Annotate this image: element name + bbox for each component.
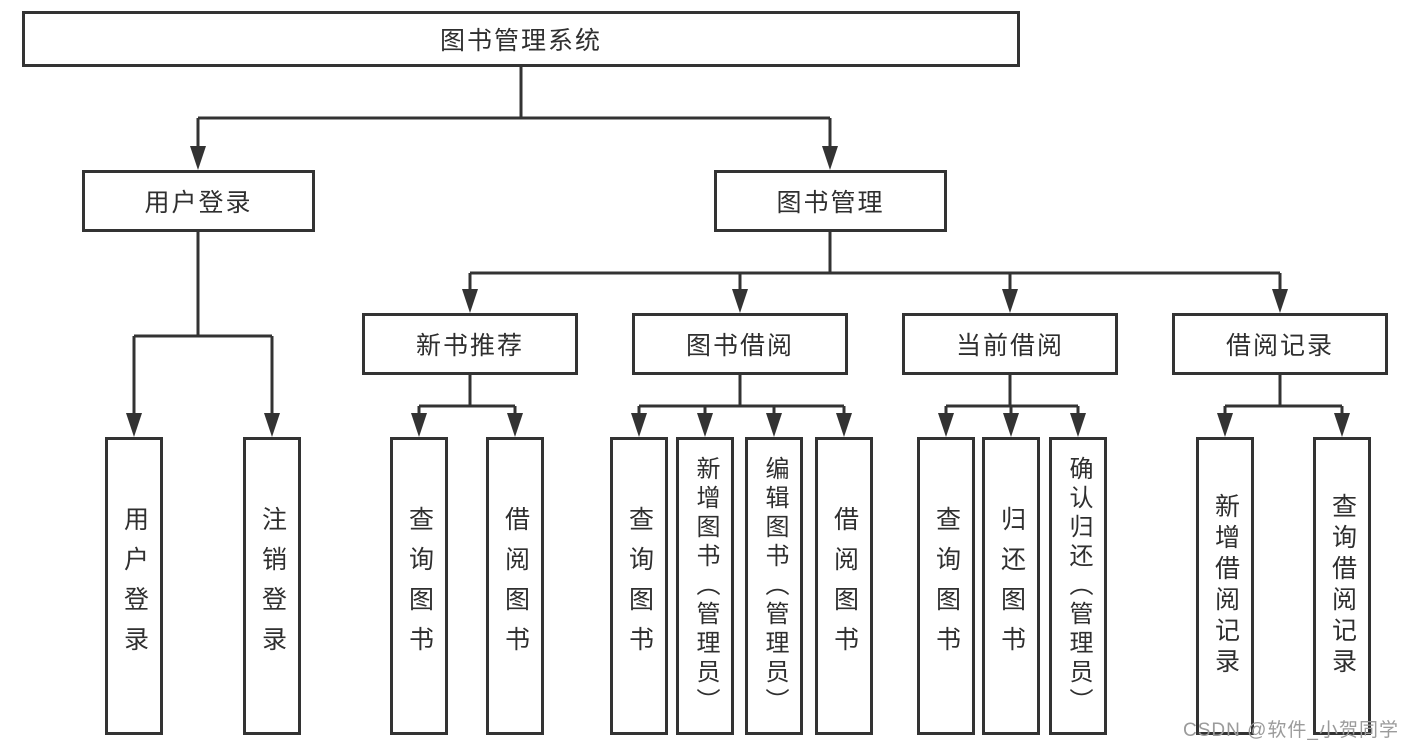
csdn-watermark: CSDN @软件_小贺同学: [1183, 720, 1399, 741]
leaf-borrow-book-1-label: 借阅图书: [501, 506, 530, 666]
leaf-borrow-book-1: 借阅图书: [486, 437, 544, 735]
leaf-edit-book-admin-label: 编辑图书（管理员）: [761, 455, 788, 717]
leaf-borrow-book-2: 借阅图书: [815, 437, 873, 735]
node-user-login-branch: 用户登录: [82, 170, 315, 232]
node-borrow-records: 借阅记录: [1172, 313, 1388, 375]
leaf-query-book-1: 查询图书: [390, 437, 448, 735]
node-book-mgmt-branch-label: 图书管理: [776, 189, 885, 217]
leaf-query-book-3: 查询图书: [917, 437, 975, 735]
node-root-library-system: 图书管理系统: [22, 11, 1020, 67]
arrowhead-icons: [126, 146, 1350, 437]
leaf-query-book-2-label: 查询图书: [625, 506, 654, 666]
leaf-logout: 注销登录: [243, 437, 301, 735]
node-new-book-rec: 新书推荐: [362, 313, 578, 375]
leaf-add-borrow-record: 新增借阅记录: [1196, 437, 1254, 735]
leaf-return-book-label: 归还图书: [997, 506, 1026, 666]
node-current-borrow: 当前借阅: [902, 313, 1118, 375]
leaf-query-borrow-record-label: 查询借阅记录: [1328, 493, 1357, 679]
leaf-query-book-3-label: 查询图书: [932, 506, 961, 666]
node-new-book-rec-label: 新书推荐: [415, 332, 524, 360]
leaf-query-book-1-label: 查询图书: [405, 506, 434, 666]
node-user-login-branch-label: 用户登录: [144, 189, 253, 217]
leaf-user-login: 用户登录: [105, 437, 163, 735]
node-book-borrow-label: 图书借阅: [685, 332, 794, 360]
leaf-logout-label: 注销登录: [258, 506, 287, 666]
node-root-label: 图书管理系统: [439, 27, 602, 55]
leaf-return-book: 归还图书: [982, 437, 1040, 735]
leaf-user-login-label: 用户登录: [120, 506, 149, 666]
leaf-edit-book-admin: 编辑图书（管理员）: [745, 437, 803, 735]
leaf-add-book-admin: 新增图书（管理员）: [676, 437, 734, 735]
node-book-borrow: 图书借阅: [632, 313, 848, 375]
node-book-mgmt-branch: 图书管理: [714, 170, 947, 232]
leaf-query-book-2: 查询图书: [610, 437, 668, 735]
leaf-confirm-return-admin-label: 确认归还（管理员）: [1065, 455, 1092, 717]
node-borrow-records-label: 借阅记录: [1225, 332, 1334, 360]
leaf-confirm-return-admin: 确认归还（管理员）: [1049, 437, 1107, 735]
leaf-borrow-book-2-label: 借阅图书: [830, 506, 859, 666]
leaf-query-borrow-record: 查询借阅记录: [1313, 437, 1371, 735]
node-current-borrow-label: 当前借阅: [955, 332, 1064, 360]
leaf-add-book-admin-label: 新增图书（管理员）: [692, 455, 719, 717]
leaf-add-borrow-record-label: 新增借阅记录: [1211, 493, 1240, 679]
